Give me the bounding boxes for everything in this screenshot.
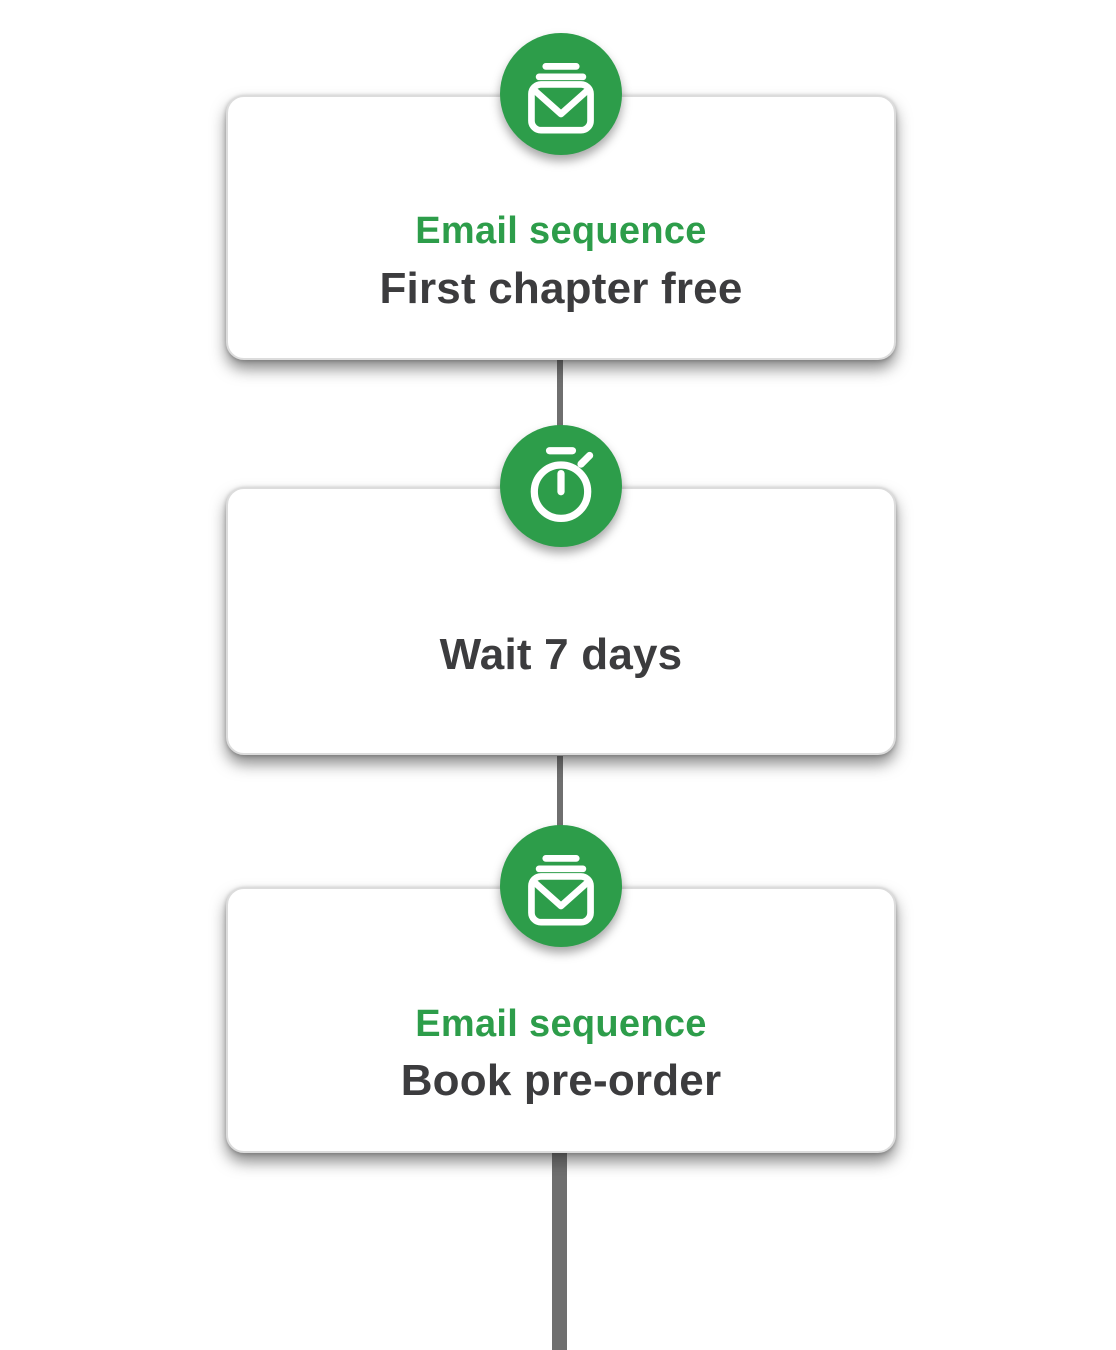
connector-line-step1-step2 [557, 358, 563, 490]
email-sequence-icon [500, 825, 622, 947]
email-sequence-icon [500, 33, 622, 155]
workflow-step-email-sequence-1[interactable]: Email sequence First chapter free [226, 33, 896, 360]
step-subtitle: Book pre-order [400, 1056, 722, 1106]
step-title: Email sequence [415, 1002, 707, 1045]
stopwatch-icon [500, 425, 622, 547]
step-subtitle: First chapter free [379, 263, 743, 313]
workflow-step-email-sequence-2[interactable]: Email sequence Book pre-order [226, 825, 896, 1153]
connector-line-step3-continuation [552, 1150, 567, 1350]
step-title: Email sequence [415, 210, 707, 253]
workflow-step-wait-delay[interactable]: Wait 7 days [226, 425, 896, 755]
step-label: Wait 7 days [439, 629, 683, 679]
connector-line-step2-step3 [557, 756, 563, 890]
